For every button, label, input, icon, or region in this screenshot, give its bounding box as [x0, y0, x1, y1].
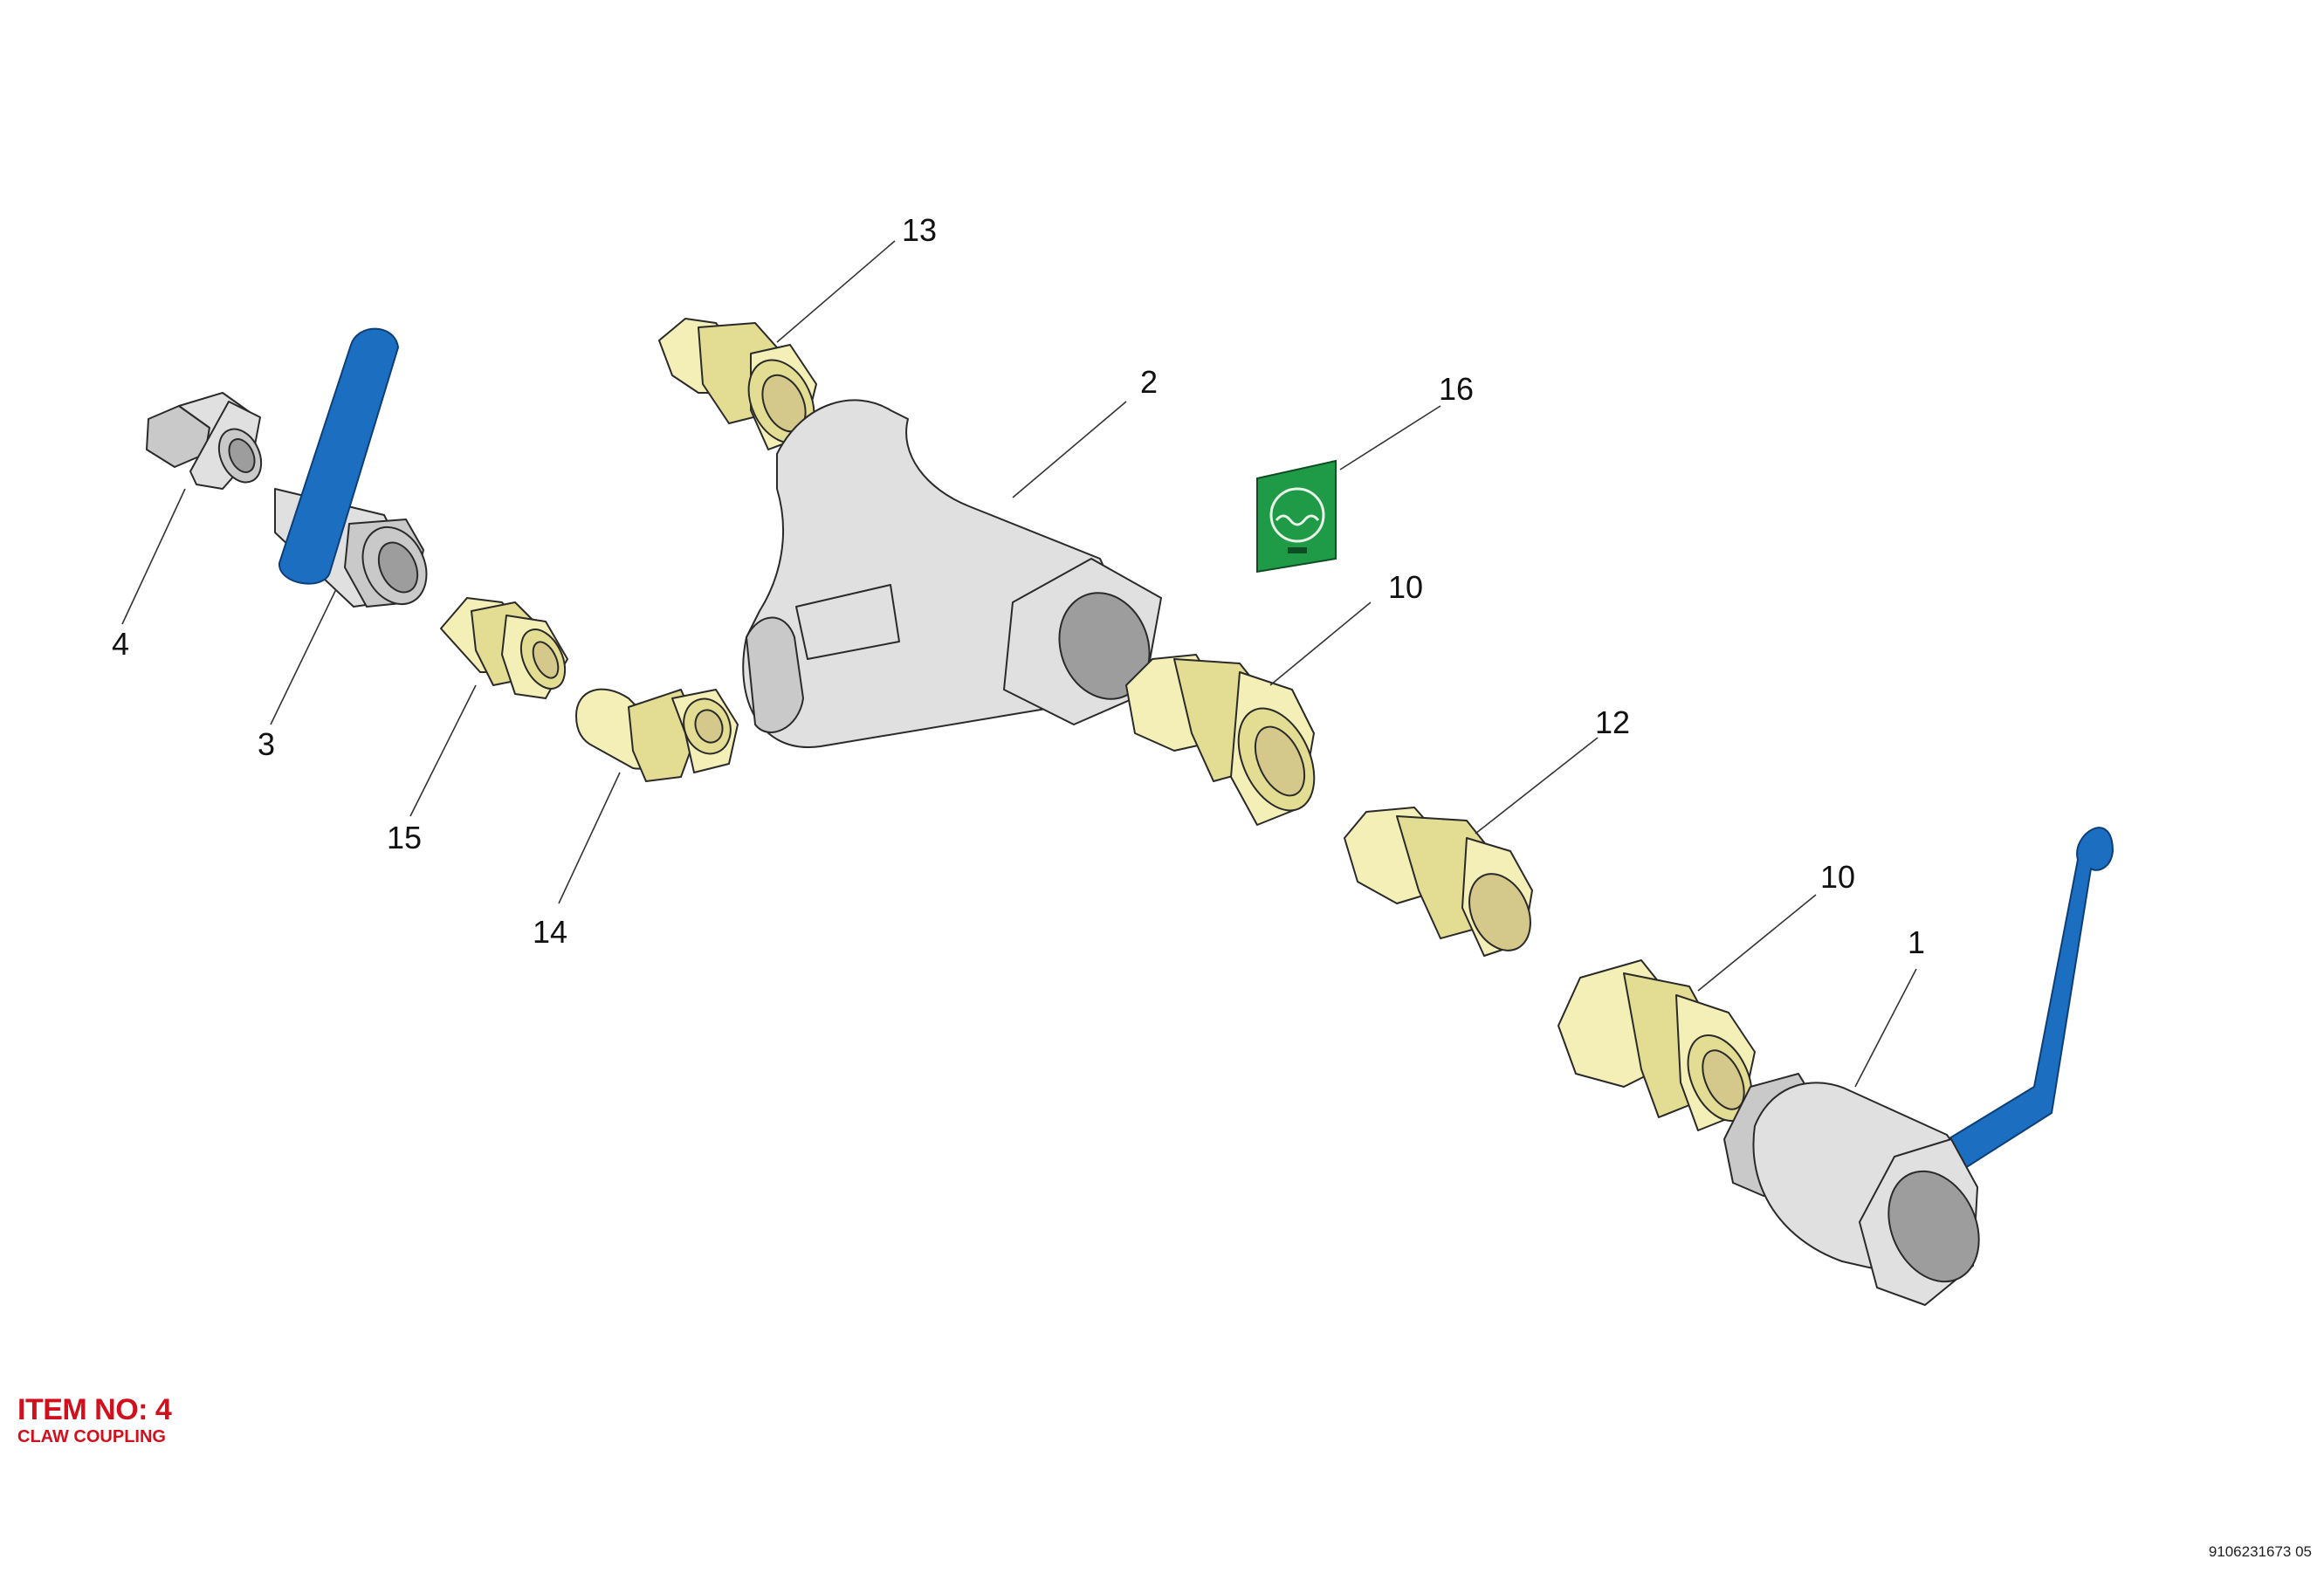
callout-16: 16	[1439, 371, 1474, 407]
leader-line-4	[121, 488, 186, 625]
leader-line-3	[270, 588, 337, 725]
leader-line-16	[1339, 405, 1441, 471]
callout-2: 2	[1140, 364, 1158, 400]
item-caption: ITEM NO: 4 CLAW COUPLING	[17, 1393, 172, 1446]
callout-4: 4	[112, 626, 129, 662]
part-10-hex-adapter-upper	[1125, 654, 1316, 826]
part-14-elbow-fitting	[575, 688, 739, 782]
item-description: CLAW COUPLING	[17, 1427, 166, 1446]
callout-3: 3	[258, 726, 275, 762]
part-3-ball-valve-small	[274, 327, 428, 608]
part-2-y-strainer	[742, 399, 1162, 749]
callout-10-upper: 10	[1388, 569, 1423, 605]
leader-line-14	[558, 772, 621, 904]
leader-line-1	[1854, 968, 1917, 1088]
leader-line-13	[776, 240, 896, 343]
item-number-title: ITEM NO: 4	[17, 1393, 172, 1426]
part-16-label-plate	[1256, 459, 1337, 574]
callout-13: 13	[902, 212, 937, 248]
part-4-claw-coupling	[146, 392, 263, 490]
callout-1: 1	[1908, 924, 1925, 960]
document-number: 9106231673 05	[2208, 1543, 2312, 1560]
part-10-hex-adapter-lower	[1557, 959, 1756, 1131]
callout-14: 14	[533, 914, 567, 950]
callout-10-lower: 10	[1820, 859, 1855, 895]
leader-line-12	[1475, 737, 1599, 835]
leader-line-10-upper	[1269, 601, 1372, 686]
callout-15: 15	[387, 820, 422, 855]
part-15-hex-nipple	[440, 597, 568, 699]
leader-line-10-lower	[1697, 894, 1817, 992]
part-12-union	[1344, 807, 1533, 957]
callout-12: 12	[1595, 704, 1630, 740]
part-1-ball-valve-large	[1723, 827, 2114, 1306]
leader-line-2	[1012, 401, 1127, 498]
leader-line-15	[409, 684, 477, 817]
